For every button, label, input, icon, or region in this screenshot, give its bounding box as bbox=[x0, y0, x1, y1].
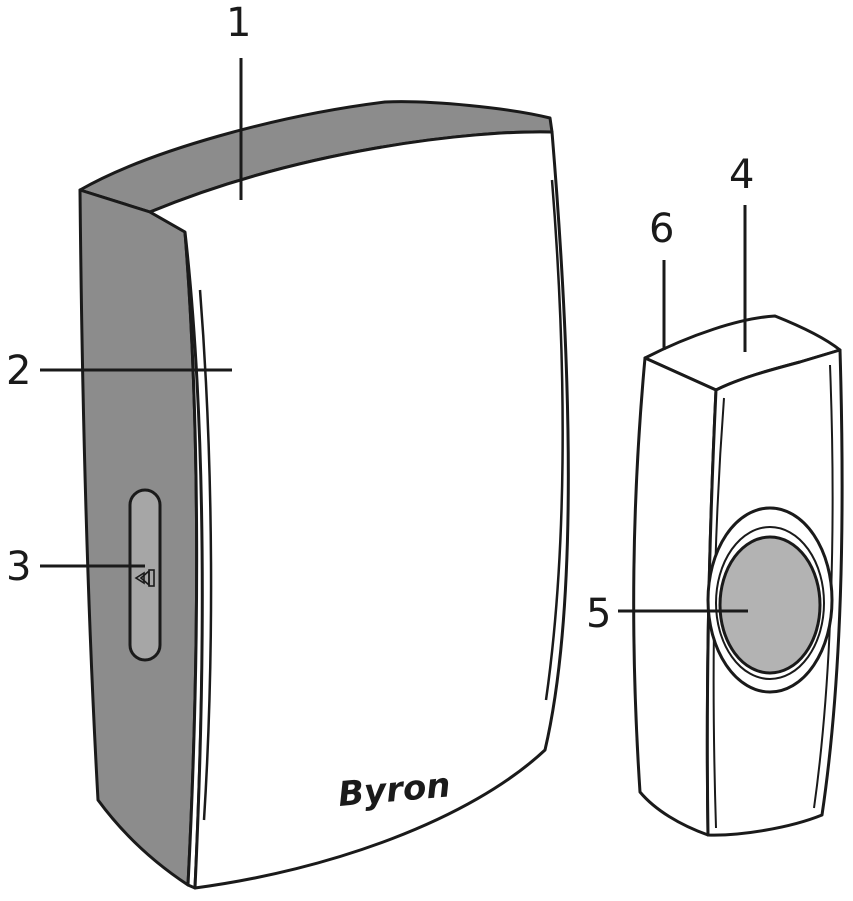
bell-push-side bbox=[634, 358, 716, 835]
callout-6-number: 6 bbox=[649, 206, 674, 252]
callout-5-number: 5 bbox=[586, 591, 611, 637]
callout-3-number: 3 bbox=[6, 544, 31, 590]
callout-4-number: 4 bbox=[729, 152, 754, 198]
chime-unit: Byron bbox=[80, 102, 568, 888]
bell-push-unit bbox=[634, 316, 842, 835]
callout-1-number: 1 bbox=[226, 0, 251, 46]
bell-push-button bbox=[720, 537, 820, 673]
callout-2-number: 2 bbox=[6, 348, 31, 394]
